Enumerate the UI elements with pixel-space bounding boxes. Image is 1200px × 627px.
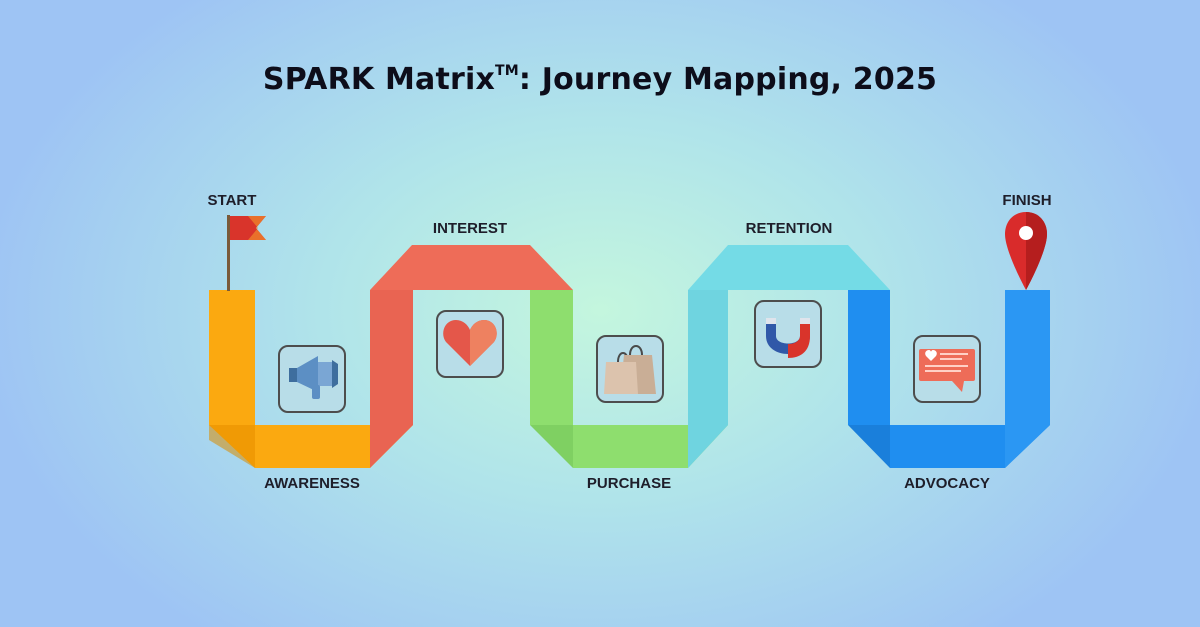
- start-label: START: [208, 192, 257, 209]
- ribbon-advocacy: [848, 290, 1050, 468]
- finish-pin-icon: [1005, 212, 1047, 290]
- page-title: SPARK MatrixTM: Journey Mapping, 2025: [0, 62, 1200, 97]
- megaphone-icon: [278, 345, 346, 413]
- stage-label-awareness: AWARENESS: [264, 475, 360, 492]
- heart-icon: [436, 310, 504, 378]
- ribbon-interest: [370, 245, 573, 468]
- stage-label-interest: INTEREST: [433, 220, 507, 237]
- magnet-icon: [754, 300, 822, 368]
- start-flag-icon: [227, 215, 266, 291]
- title-trademark: TM: [495, 63, 519, 79]
- shopping-bags-icon: [596, 335, 664, 403]
- finish-label: FINISH: [1002, 192, 1051, 209]
- title-main: SPARK Matrix: [262, 62, 496, 97]
- chat-heart-icon: [913, 335, 981, 403]
- title-suffix: : Journey Mapping, 2025: [518, 62, 938, 97]
- stage-label-advocacy: ADVOCACY: [904, 475, 990, 492]
- stage-label-purchase: PURCHASE: [587, 475, 671, 492]
- stage-label-retention: RETENTION: [746, 220, 833, 237]
- ribbon-retention: [688, 245, 890, 468]
